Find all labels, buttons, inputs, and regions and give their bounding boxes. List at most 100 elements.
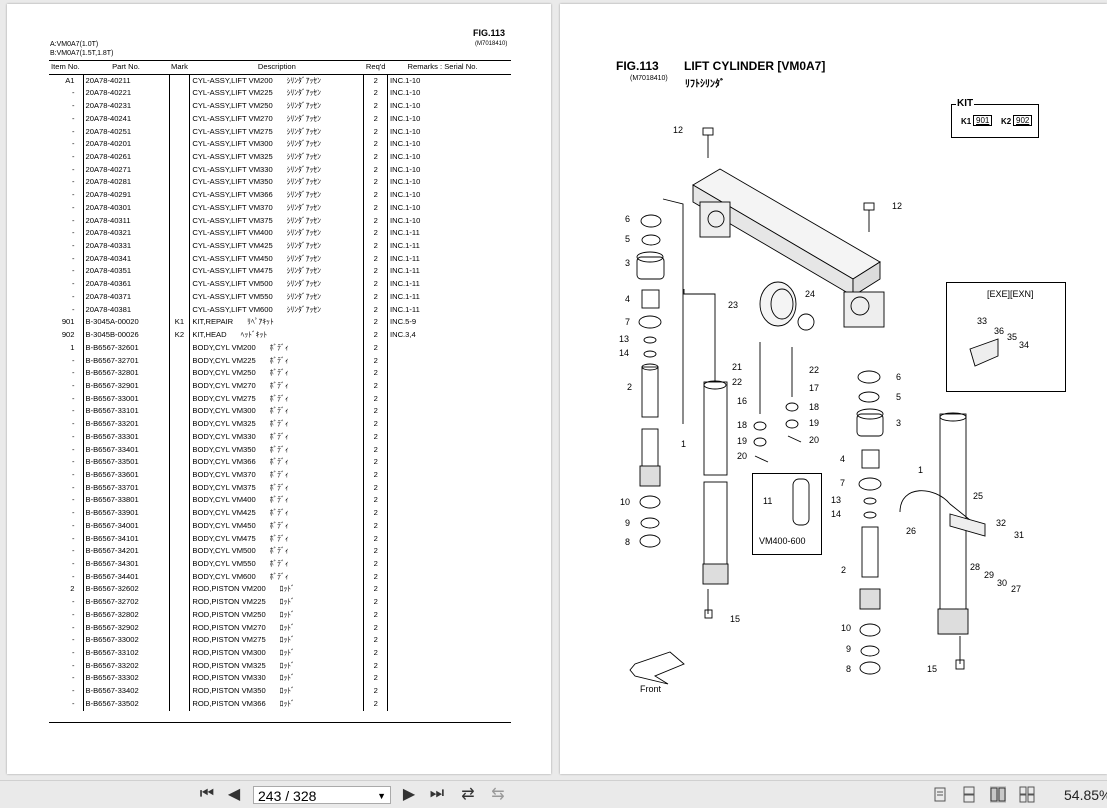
item-no-cell: - bbox=[71, 279, 75, 289]
page-number-input[interactable]: 243 / 328 ▼ bbox=[253, 786, 391, 804]
remarks-cell bbox=[387, 533, 511, 546]
item-no-cell: A1 bbox=[65, 75, 75, 85]
mark-cell bbox=[168, 519, 190, 533]
description-jp: ﾛｯﾄﾞ bbox=[279, 597, 295, 607]
mark-cell bbox=[168, 87, 190, 101]
next-page-icon[interactable]: ▶ bbox=[402, 785, 416, 803]
callout-28: 28 bbox=[970, 562, 981, 572]
part-no-cell: B-B6567-32902 bbox=[82, 621, 169, 635]
right-fig-code: (M7018410) bbox=[630, 75, 668, 82]
callout-1r: 1 bbox=[918, 465, 924, 475]
callout-7r: 7 bbox=[840, 478, 846, 488]
part-no-cell: B-B6567-32601 bbox=[82, 341, 169, 355]
callout-32: 32 bbox=[996, 518, 1007, 528]
callout-19: 19 bbox=[737, 436, 748, 446]
description-text: CYL-ASSY,LIFT VM500 bbox=[192, 279, 273, 289]
description-jp: ｼﾘﾝﾀﾞｱｯｾﾝ bbox=[286, 279, 321, 289]
mark-cell bbox=[168, 596, 190, 609]
part-no-cell: B-B6567-33102 bbox=[82, 647, 169, 660]
qty-cell: 2 bbox=[363, 634, 388, 648]
description-jp: ﾎﾞﾃﾞｨ bbox=[269, 419, 289, 429]
item-no-cell: - bbox=[71, 482, 75, 492]
callout-3: 3 bbox=[625, 258, 631, 268]
rotate-right-icon[interactable]: ⇆ bbox=[491, 785, 505, 803]
qty-cell: 2 bbox=[363, 227, 388, 241]
vm-label: VM400-600 bbox=[759, 536, 806, 546]
mark-cell bbox=[168, 303, 190, 317]
mark-cell bbox=[168, 392, 190, 406]
callout-20: 20 bbox=[737, 451, 748, 461]
item-no-cell: - bbox=[71, 215, 75, 225]
remarks-cell bbox=[387, 622, 511, 635]
mark-cell bbox=[168, 456, 190, 469]
part-no-cell: 20A78-40351 bbox=[82, 265, 169, 279]
part-no-cell: B-B6567-33101 bbox=[82, 405, 169, 419]
two-page-view-icon[interactable] bbox=[990, 786, 1006, 803]
first-page-icon[interactable]: ⏮ bbox=[199, 784, 215, 802]
exe-detail-box: [EXE][EXN] bbox=[946, 282, 1066, 392]
qty-cell: 2 bbox=[363, 316, 388, 330]
description-jp: ﾎﾞﾃﾞｨ bbox=[269, 444, 289, 454]
remarks-cell bbox=[387, 596, 511, 609]
remarks-cell bbox=[387, 469, 511, 482]
crossmember-mount-right bbox=[843, 291, 885, 328]
single-page-view-icon[interactable] bbox=[932, 786, 948, 803]
zoom-level[interactable]: 54.85% bbox=[1064, 787, 1107, 803]
qty-cell: 2 bbox=[363, 87, 388, 101]
remarks-cell bbox=[387, 355, 511, 368]
callout-30: 30 bbox=[997, 578, 1008, 588]
mark-cell bbox=[168, 545, 190, 559]
description-text: BODY,CYL VM475 bbox=[192, 533, 256, 543]
description-text: BODY,CYL VM600 bbox=[192, 571, 256, 581]
qty-cell: 2 bbox=[363, 659, 388, 673]
description-jp: ﾎﾞﾃﾞｨ bbox=[269, 571, 289, 581]
remarks-cell bbox=[387, 405, 511, 418]
description-jp: ｼﾘﾝﾀﾞｱｯｾﾝ bbox=[286, 304, 321, 314]
item-no-cell: - bbox=[71, 622, 75, 632]
mark-cell bbox=[168, 163, 190, 177]
callout-22b: 22 bbox=[809, 365, 820, 375]
part-no-cell: B-B6567-33502 bbox=[82, 697, 169, 711]
qty-cell: 2 bbox=[363, 545, 388, 559]
qty-cell: 2 bbox=[363, 138, 388, 152]
description-text: CYL-ASSY,LIFT VM366 bbox=[192, 190, 273, 200]
remarks-cell bbox=[387, 367, 511, 380]
body-1-left bbox=[703, 381, 728, 476]
remarks-cell: INC.1-10 bbox=[389, 75, 421, 85]
part-no-cell: B-B6567-33301 bbox=[82, 430, 169, 444]
item-no-cell: - bbox=[71, 304, 75, 314]
description-jp: ﾎﾞﾃﾞｨ bbox=[269, 559, 289, 569]
mark-cell bbox=[168, 583, 190, 597]
two-page-continuous-view-icon[interactable] bbox=[1019, 786, 1035, 803]
last-page-icon[interactable]: ⏭ bbox=[429, 784, 445, 802]
item-no-cell: - bbox=[71, 113, 75, 123]
callout-10r: 10 bbox=[841, 623, 852, 633]
chevron-down-icon[interactable]: ▼ bbox=[377, 791, 386, 801]
mark-cell bbox=[168, 558, 190, 571]
remarks-cell bbox=[387, 545, 511, 558]
prev-page-icon[interactable]: ◀ bbox=[227, 785, 241, 803]
rotate-left-icon[interactable]: ⇄ bbox=[461, 785, 475, 803]
item-no-cell: 901 bbox=[61, 317, 75, 327]
description-text: BODY,CYL VM330 bbox=[192, 431, 256, 441]
col-item: Item No. bbox=[49, 60, 83, 75]
qty-cell: 2 bbox=[363, 621, 388, 635]
continuous-view-icon[interactable] bbox=[961, 786, 977, 803]
part-no-cell: B-B6567-33402 bbox=[82, 685, 169, 698]
